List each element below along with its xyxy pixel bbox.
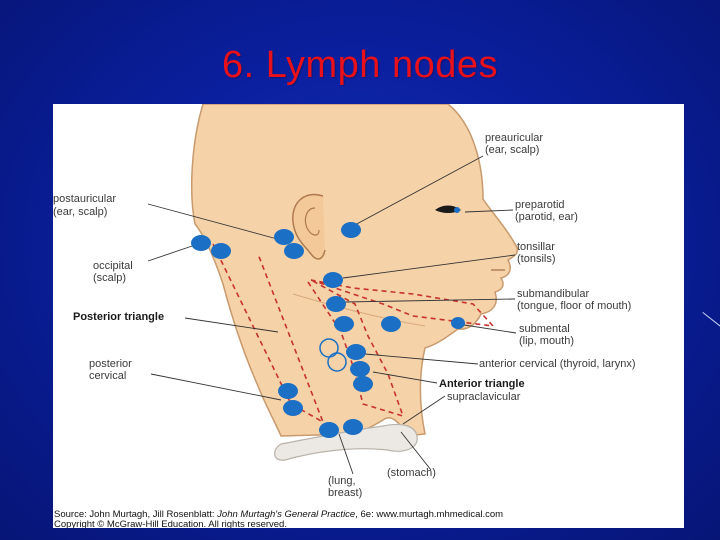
pointer-lines — [147, 155, 517, 475]
node-submandibular-1 — [326, 296, 346, 312]
label-occipital-sub: (scalp) — [93, 272, 126, 284]
node-preauricular — [341, 222, 361, 238]
label-submandibular-sub: (tongue, floor of mouth) — [517, 300, 631, 312]
node-postauricular-2 — [284, 243, 304, 259]
node-posterior-cervical-2 — [283, 400, 303, 416]
node-tonsillar — [323, 272, 343, 288]
label-stomach: (stomach) — [387, 467, 436, 479]
node-supraclavicular-2 — [343, 419, 363, 435]
label-submental: submental — [519, 323, 570, 335]
label-posterior-cervical: posterior — [89, 358, 132, 370]
label-occipital: occipital — [93, 260, 133, 272]
ear-outline — [292, 193, 326, 260]
label-lung-sub: breast) — [328, 487, 362, 499]
node-occipital-1 — [191, 235, 211, 251]
ear-inner — [304, 207, 320, 236]
label-tonsillar-sub: (tonsils) — [517, 253, 556, 265]
node-anterior-cervical-3 — [353, 376, 373, 392]
node-occipital-2 — [211, 243, 231, 259]
node-submandibular-2 — [381, 316, 401, 332]
node-postauricular-1 — [274, 229, 294, 245]
lymph-nodes — [191, 222, 465, 438]
node-anterior-cervical-1 — [346, 344, 366, 360]
label-submandibular: submandibular — [517, 288, 589, 300]
node-supraclavicular-1 — [319, 422, 339, 438]
label-supraclavicular: supraclavicular — [447, 391, 521, 403]
label-anterior-cervical: anterior cervical (thyroid, larynx) — [479, 358, 636, 370]
label-anterior-triangle: Anterior triangle — [439, 378, 525, 390]
node-outline-2 — [327, 352, 347, 372]
source-book: John Murtagh's General Practice — [216, 509, 355, 520]
source-prefix: Source: John Murtagh, Jill Rosenblatt: — [54, 509, 217, 520]
node-cervical-1 — [334, 316, 354, 332]
decorative-line — [702, 312, 720, 328]
node-anterior-cervical-2 — [350, 361, 370, 377]
label-tonsillar: tonsillar — [517, 241, 555, 253]
copyright-notice: Copyright © McGraw-Hill Education. All r… — [54, 519, 287, 528]
label-preauricular: preauricular — [485, 132, 543, 144]
lymph-node-diagram: preauricular (ear, scalp) postauricular … — [53, 104, 684, 528]
label-preauricular-sub: (ear, scalp) — [485, 144, 539, 156]
label-preparotid-sub: (parotid, ear) — [515, 211, 578, 223]
node-posterior-cervical-1 — [278, 383, 298, 399]
head-neck-silhouette — [190, 104, 519, 437]
eye-iris — [454, 207, 460, 213]
label-submental-sub: (lip, mouth) — [519, 335, 574, 347]
label-posterior-cervical-sub: cervical — [89, 370, 126, 382]
diagram-canvas: preauricular (ear, scalp) postauricular … — [53, 104, 636, 528]
jaw-line — [292, 293, 426, 327]
label-postauricular-sub: (ear, scalp) — [53, 206, 107, 218]
slide-title: 6. Lymph nodes — [222, 44, 498, 86]
node-submental — [451, 317, 465, 329]
source-credit: Source: John Murtagh, Jill Rosenblatt: J… — [54, 509, 503, 520]
submandibular-triangle-outline — [310, 279, 496, 328]
nodes-outline — [319, 338, 347, 372]
source-suffix: , 6e: www.murtagh.mhmedical.com — [355, 509, 503, 520]
label-postauricular: postauricular — [53, 193, 116, 205]
label-preparotid: preparotid — [515, 199, 565, 211]
label-lung: (lung, — [328, 475, 356, 487]
label-posterior-triangle: Posterior triangle — [73, 311, 164, 323]
